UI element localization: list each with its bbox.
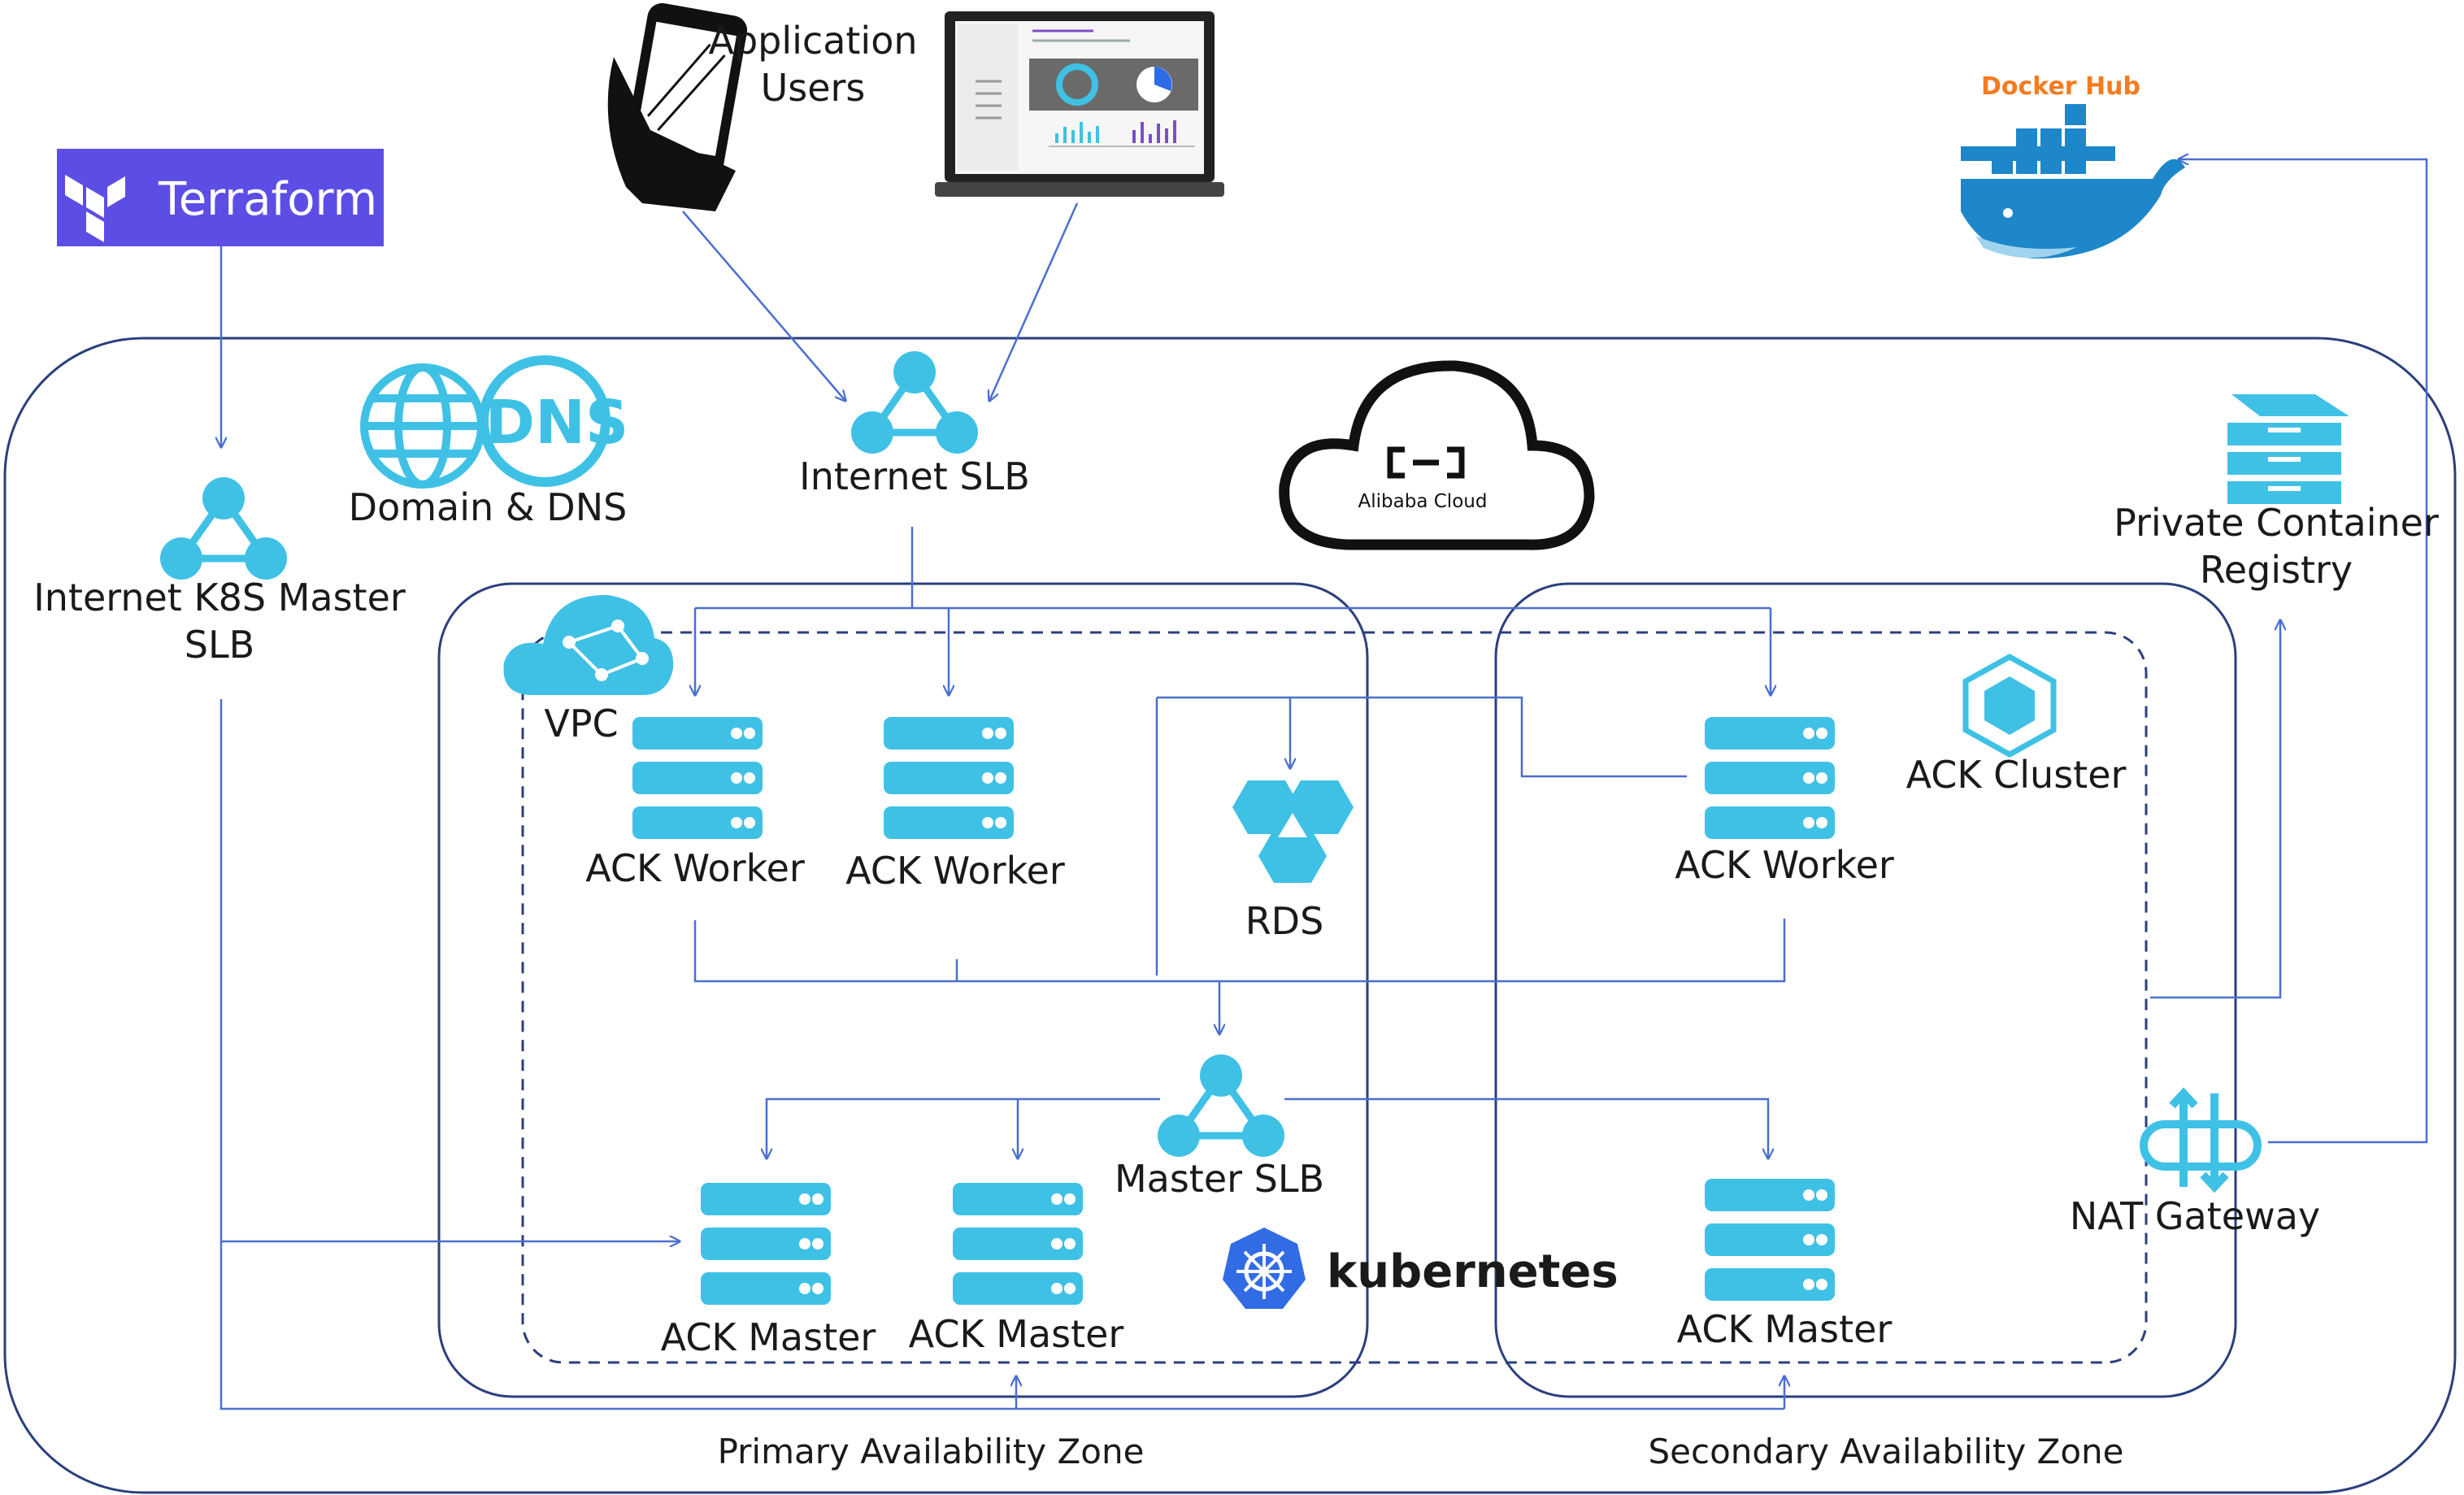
laptop-dashboard-icon	[935, 11, 1224, 197]
ack-master-2-label: ACK Master	[908, 1312, 1124, 1356]
domain-dns-label: Domain & DNS	[348, 485, 628, 529]
master-slb-label: Master SLB	[1114, 1157, 1325, 1201]
container-registry-icon	[2227, 394, 2349, 504]
application-users-label: Application Users	[708, 19, 918, 110]
primary-zone-label: Primary Availability Zone	[717, 1432, 1145, 1471]
nat-gateway-label: NAT Gateway	[2069, 1194, 2321, 1238]
ack-cluster-icon	[1962, 653, 2057, 758]
rds-icon	[1232, 780, 1354, 883]
ack-worker-2-server-icon	[884, 717, 1014, 839]
ack-cluster-label: ACK Cluster	[1906, 753, 2127, 797]
k8s-master-slb-label: Internet K8S Master SLB	[33, 576, 406, 667]
ack-worker-2-label: ACK Worker	[845, 849, 1065, 893]
connectors	[221, 159, 2428, 1410]
alibaba-cloud-icon: Alibaba Cloud	[1279, 360, 1595, 550]
terraform-logo: Terraform	[57, 149, 384, 246]
nat-gateway-icon	[2140, 1087, 2262, 1193]
alibaba-cloud-label: Alibaba Cloud	[1358, 491, 1488, 512]
terraform-icon	[65, 175, 125, 242]
ack-worker-1-label: ACK Worker	[585, 846, 805, 890]
ack-master-3-server-icon	[1705, 1179, 1835, 1301]
ack-worker-3-server-icon	[1705, 717, 1835, 839]
ack-master-3-label: ACK Master	[1676, 1307, 1893, 1351]
ack-cluster-border	[521, 631, 2148, 1364]
secondary-zone-label: Secondary Availability Zone	[1648, 1432, 2124, 1471]
cloud-region-border	[3, 337, 2457, 1494]
k8s-master-slb-icon	[160, 477, 287, 580]
dns-icon: DNS	[479, 355, 629, 487]
primary-zone-border	[437, 582, 1369, 1398]
docker-hub-label: Docker Hub	[1981, 72, 2140, 101]
ack-master-1-label: ACK Master	[660, 1315, 876, 1359]
ack-worker-1-server-icon	[632, 717, 763, 839]
master-slb-icon	[1158, 1054, 1284, 1157]
dns-icon-label: DNS	[485, 388, 629, 458]
docker-whale-icon	[1961, 104, 2185, 259]
ack-master-2-server-icon	[953, 1183, 1083, 1305]
kubernetes-logo: kubernetes	[1223, 1228, 1619, 1309]
kubernetes-label: kubernetes	[1327, 1245, 1619, 1298]
terraform-label: Terraform	[158, 173, 377, 226]
hand-icon	[607, 57, 736, 211]
ack-master-1-server-icon	[701, 1183, 831, 1305]
private-registry-label: Private Container Registry	[2114, 501, 2439, 592]
vpc-label: VPC	[544, 702, 619, 745]
rds-label: RDS	[1245, 899, 1324, 943]
mobile-phone-icon	[623, 2, 748, 185]
vpc-cloud-icon	[503, 594, 674, 695]
ack-worker-3-label: ACK Worker	[1675, 843, 1894, 887]
secondary-zone-border	[1494, 582, 2237, 1398]
internet-slb-label: Internet SLB	[799, 454, 1030, 498]
globe-icon	[360, 363, 485, 489]
internet-slb-icon	[851, 351, 978, 454]
